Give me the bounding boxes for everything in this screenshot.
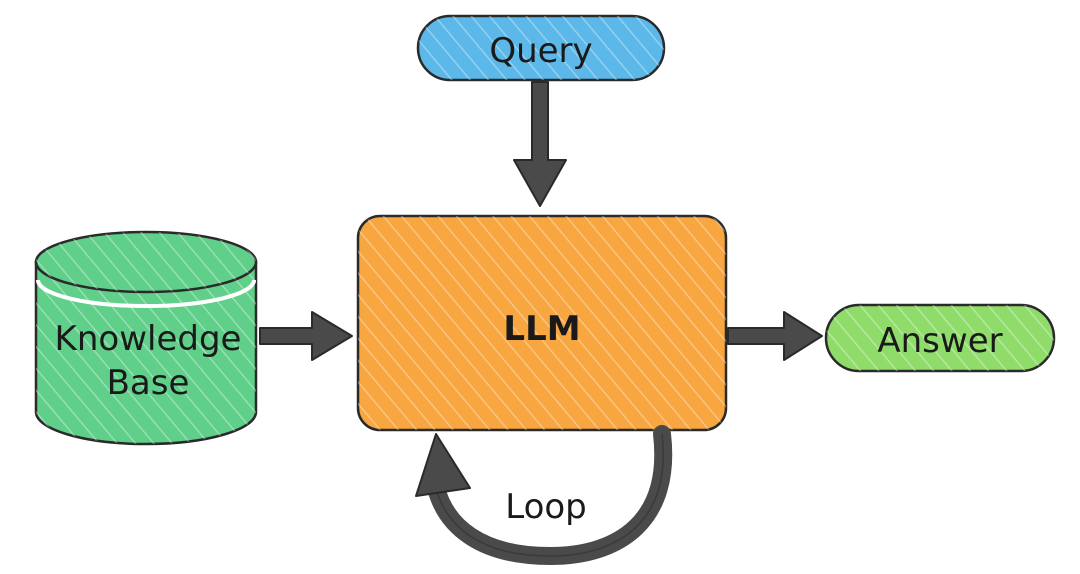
query-node: Query xyxy=(416,14,666,82)
knowledge-base-node: Knowledge Base xyxy=(34,230,258,446)
query-label: Query xyxy=(489,31,592,71)
knowledge-base-label-line2: Base xyxy=(107,363,190,403)
answer-label: Answer xyxy=(877,321,1002,361)
arrow-llm-to-answer xyxy=(727,311,823,361)
loop-arrow: Loop xyxy=(415,425,673,566)
loop-label: Loop xyxy=(505,487,587,527)
answer-node: Answer xyxy=(824,303,1056,373)
knowledge-base-label-line1: Knowledge xyxy=(55,319,242,359)
arrow-kb-to-llm xyxy=(259,311,353,361)
llm-node: LLM xyxy=(356,214,728,432)
arrow-query-to-llm xyxy=(513,81,567,207)
llm-label: LLM xyxy=(503,309,580,349)
